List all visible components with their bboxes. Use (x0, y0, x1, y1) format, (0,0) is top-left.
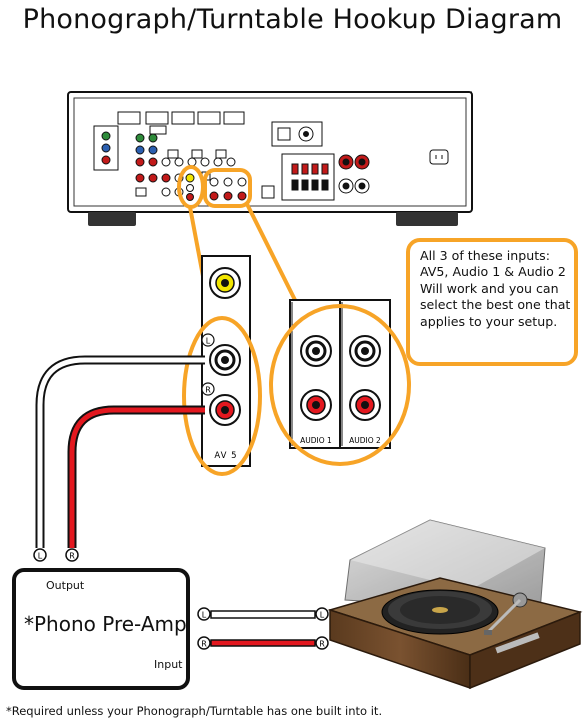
preamp-name: *Phono Pre-Amp (24, 612, 187, 636)
phono-preamp-box: Output *Phono Pre-Amp Input (12, 568, 190, 690)
power-inlet (429, 149, 449, 165)
receiver-back-panel (67, 91, 473, 226)
inputs-callout: All 3 of these inputs: AV5, Audio 1 & Au… (406, 238, 578, 366)
preamp-input-label: Input (154, 658, 183, 671)
preamp-input-left-marker: L (202, 611, 207, 620)
callout-line-1: All 3 of these inputs: (420, 248, 550, 263)
audio-highlight-ring (269, 304, 411, 466)
callout-line-3: Will work and you can (420, 280, 559, 296)
turntable-left-marker: L (320, 611, 325, 620)
receiver-foot-left (88, 212, 136, 226)
callout-line-2: AV5, Audio 1 & Audio 2 (420, 264, 566, 280)
cable-white-to-preamp (35, 355, 205, 548)
audio2-label: AUDIO 2 (349, 436, 381, 445)
av5-highlight-ring (182, 316, 262, 476)
preamp-output-left-marker: L (38, 552, 43, 561)
preamp-output-right-marker: R (69, 552, 75, 561)
cable-white-to-turntable (210, 610, 316, 619)
cable-red-to-preamp (67, 405, 205, 548)
hdmi-ports (117, 111, 245, 135)
turntable-right-marker: R (319, 640, 325, 649)
av5-right-marker: R (205, 386, 211, 395)
av5-input-panel: L R AV 5 (201, 255, 251, 467)
receiver-foot-right (396, 212, 458, 226)
page-title: Phonograph/Turntable Hookup Diagram (22, 4, 563, 35)
component-video-jacks (93, 125, 119, 171)
speaker-terminals (261, 153, 370, 201)
audio1-label: AUDIO 1 (300, 436, 332, 445)
callout-line-5: applies to your setup. (420, 313, 558, 329)
preamp-output-label: Output (46, 579, 85, 592)
callout-line-4: select the best one that (420, 297, 571, 313)
av5-left-marker: L (206, 337, 211, 346)
rca-jack-grid (135, 133, 236, 197)
cable-red-to-turntable (210, 639, 316, 647)
av5-label: AV 5 (214, 451, 237, 461)
antenna-terminals (271, 121, 323, 147)
turntable-illustration (327, 519, 583, 690)
preamp-input-right-marker: R (201, 640, 207, 649)
audio-input-panel: AUDIO 1 AUDIO 2 (289, 299, 391, 449)
footnote: *Required unless your Phonograph/Turntab… (6, 704, 383, 718)
